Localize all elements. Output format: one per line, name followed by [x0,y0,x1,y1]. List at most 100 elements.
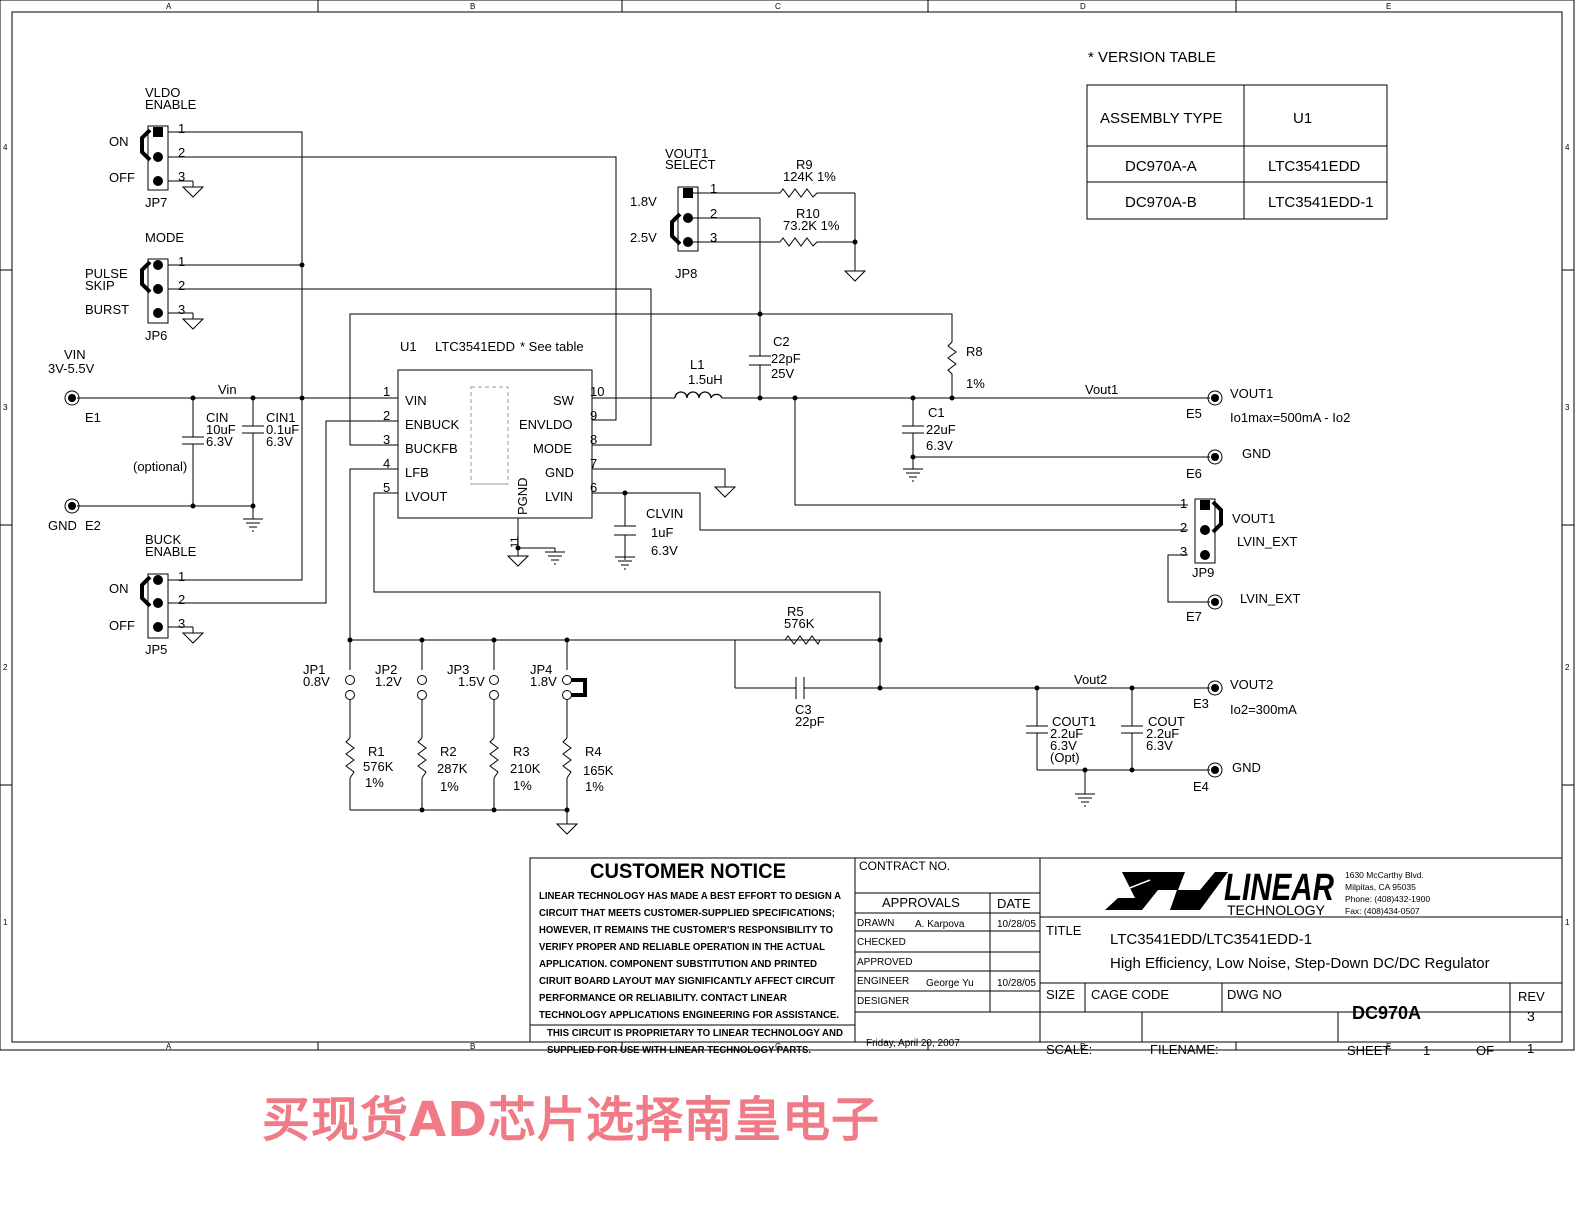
version-table-cell: DC970A-A [1125,158,1197,175]
c2-labels: C2 22pF 25V [771,334,801,381]
gnd-terminal-e2 [64,498,80,514]
rev-label: REV [1518,989,1545,1004]
proprietary-line: SUPPLIED FOR USE WITH LINEAR TECHNOLOGY … [547,1044,811,1056]
col-label: E [1386,2,1391,11]
r5-resistor [784,635,821,645]
u1-pin-num: 1 [383,384,390,399]
cout-labels: COUT1 2.2uF 6.3V (Opt) COUT 2.2uF 6.3V [1050,714,1185,765]
pin-num: 2 [710,206,717,221]
notice-line: CIRCUIT THAT MEETS CUSTOMER-SUPPLIED SPE… [539,907,835,919]
notice-line: TECHNOLOGY APPLICATIONS ENGINEERING FOR … [539,1009,839,1021]
jp5-on-label: ON [109,581,129,596]
col-label: B [470,1042,475,1051]
jp5-off-label: OFF [109,618,135,633]
row-label: 3 [3,403,8,412]
jp7-labels: VLDO ENABLE ON OFF JP7 1 2 3 [109,85,197,210]
drawn-label: DRAWN [857,918,894,929]
gnd-e2-label: GND [48,518,77,533]
r8-tol: 1% [966,376,985,391]
row-label: 4 [1565,143,1570,152]
col-label: B [470,2,475,11]
resistor-ref: R2 [440,744,457,759]
col-label: D [1080,1042,1086,1051]
cage-code-label: CAGE CODE [1091,987,1169,1002]
jp8-header[interactable] [670,186,699,252]
jp8-option: 2.5V [630,230,657,245]
pin-num: 1 [178,121,185,136]
u1-pin-name: BUCKFB [405,441,458,456]
resistor-tol: 1% [440,779,459,794]
row-label: 1 [3,918,8,927]
cin-value: 10uF [206,422,236,437]
engineer-name: George Yu [926,978,974,989]
u1-pin-num: 8 [590,432,597,447]
pin-num: 1 [1180,496,1187,511]
junctions [190,239,1135,813]
cin1-value: 0.1uF [266,422,299,437]
c3-value: 22pF [795,714,825,729]
jumper-ref: JP3 [447,662,469,677]
approvals-label: APPROVALS [882,895,960,910]
vin-labels: VIN 3V-5.5V E1 Vin GND E2 [48,347,237,533]
notice-line: PERFORMANCE OR RELIABILITY. CONTACT LINE… [539,992,787,1004]
pin-num: 2 [178,278,185,293]
wires [77,131,1210,818]
version-table-cell: DC970A-B [1125,194,1197,211]
jp7-header[interactable] [140,125,169,191]
pin-num: 2 [178,592,185,607]
jp6-option: BURST [85,302,129,317]
cin1-ref: CIN1 [266,410,296,425]
u1-pin-num: 11 [509,537,521,548]
u1-chip [397,369,593,519]
jumper-voltage: 1.5V [458,674,485,689]
pin-num: 1 [710,181,717,196]
resistor-tol: 1% [365,775,384,790]
r9-ref: R9 [796,157,813,172]
jp9-option: LVIN_EXT [1237,534,1298,549]
r8-resistor [947,339,957,379]
divider-resistors [345,737,572,779]
drawing-title-line2: High Efficiency, Low Noise, Step-Down DC… [1110,955,1490,972]
u1-pin-name: MODE [533,441,572,456]
clvin-ref: CLVIN [646,506,683,521]
notice-line: LINEAR TECHNOLOGY HAS MADE A BEST EFFORT… [539,890,841,902]
r10-ref: R10 [796,206,820,221]
jp9-option: VOUT1 [1232,511,1275,526]
jp6-option: SKIP [85,278,115,293]
engineer-date: 10/28/05 [997,978,1036,989]
vout2-labels: Vout2 VOUT2 E3 Io2=300mA GND E4 [1074,672,1297,794]
jumper-voltage: 1.8V [530,674,557,689]
logo-wordmark: LINEAR [1224,867,1334,909]
cin-labels: CIN 10uF 6.3V (optional) CIN1 0.1uF 6.3V [133,410,299,474]
c2-ref: C2 [773,334,790,349]
version-table: * VERSION TABLE ASSEMBLY TYPE U1 DC970A-… [1086,49,1388,220]
u1-pin-num: 6 [590,480,597,495]
contract-no-label: CONTRACT NO. [859,859,950,873]
e7-labels: LVIN_EXT E7 [1186,591,1301,624]
l1-ref: L1 [690,357,704,372]
gnd-terminal-e6 [1207,449,1223,465]
designer-label: DESIGNER [857,996,909,1007]
jp6-header[interactable] [140,258,169,324]
u1-part: LTC3541EDD [435,339,515,354]
jp8-title: VOUT1 [665,146,708,161]
u1-pin-name: LVIN [545,489,573,504]
address-line: Phone: (408)432-1900 [1345,894,1430,904]
r5-ref: R5 [787,604,804,619]
u1-pin-num: 7 [590,456,597,471]
jumper-pads[interactable] [345,675,587,700]
cout-ref: COUT [1148,714,1185,729]
jp8-title: SELECT [665,157,716,172]
pin-num: 2 [1180,520,1187,535]
jp9-header[interactable] [1194,498,1223,564]
r9-r10-labels: R9 124K 1% R10 73.2K 1% [783,157,840,233]
notice-line: HOWEVER, IT REMAINS THE CUSTOMER'S RESPO… [539,924,833,936]
u1-pin-name: LVOUT [405,489,447,504]
vout2-ref: E3 [1193,696,1209,711]
jp5-header[interactable] [140,573,169,639]
cin-capacitor [182,425,264,445]
gnd-terminal-e4 [1207,762,1223,778]
vout1-ref: E5 [1186,406,1202,421]
drawn-by: A. Karpova [915,919,965,930]
version-table-cell: LTC3541EDD [1268,158,1360,175]
